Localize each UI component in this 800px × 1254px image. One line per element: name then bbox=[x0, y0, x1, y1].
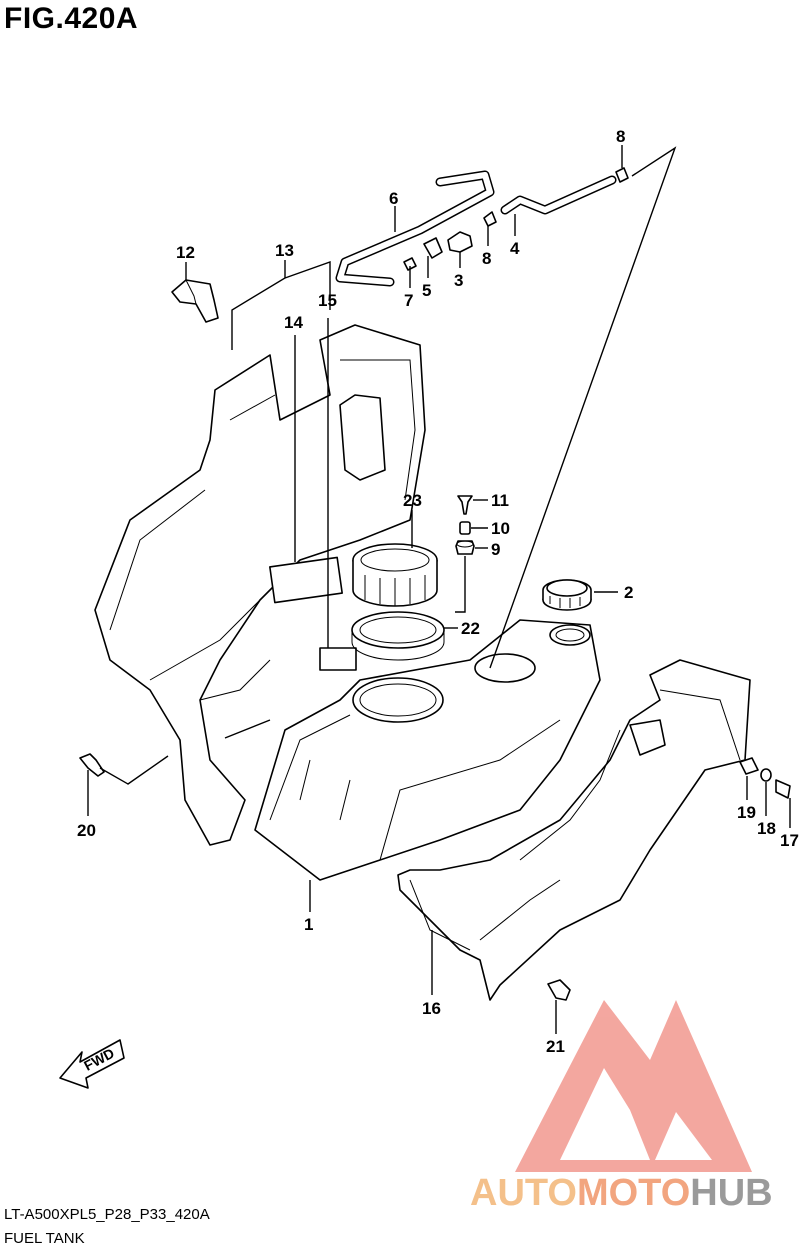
watermark-logo bbox=[515, 1000, 752, 1172]
bolts bbox=[79, 753, 791, 1001]
callout-labels: 1 2 3 4 5 6 7 8 8 9 10 11 12 13 14 15 16… bbox=[77, 127, 799, 1056]
callout-9: 9 bbox=[491, 540, 500, 559]
callout-3: 3 bbox=[454, 271, 463, 290]
fwd-direction-arrow: FWD bbox=[59, 1039, 125, 1089]
callout-11: 11 bbox=[491, 491, 509, 510]
figure-code: LT-A500XPL5_P28_P33_420A bbox=[4, 1206, 210, 1223]
callout-14: 14 bbox=[284, 313, 303, 332]
callout-8b: 8 bbox=[482, 249, 491, 268]
side-cover-right bbox=[397, 659, 751, 1001]
watermark-text: AUTOMOTOHUB bbox=[470, 1172, 773, 1215]
callout-15: 15 bbox=[318, 291, 337, 310]
callout-16: 16 bbox=[422, 999, 441, 1018]
figure-name: FUEL TANK bbox=[4, 1230, 85, 1247]
watermark-auto: AUTO bbox=[470, 1172, 577, 1214]
callout-1: 1 bbox=[304, 915, 313, 934]
callout-13: 13 bbox=[275, 241, 294, 260]
callout-20: 20 bbox=[77, 821, 96, 840]
clip-12 bbox=[171, 279, 219, 323]
callout-6: 6 bbox=[389, 189, 398, 208]
fuel-cap-2 bbox=[542, 579, 592, 611]
callout-18: 18 bbox=[757, 819, 776, 838]
fuel-tank-body bbox=[254, 619, 601, 881]
callout-2: 2 bbox=[624, 583, 633, 602]
gasket-22 bbox=[351, 611, 445, 661]
fasteners-9-10-11 bbox=[455, 495, 475, 555]
callout-22: 22 bbox=[461, 619, 480, 638]
hose-6 bbox=[335, 170, 495, 287]
callout-4: 4 bbox=[510, 239, 520, 258]
fuel-pump-ring-23 bbox=[352, 543, 438, 607]
callout-19: 19 bbox=[737, 803, 756, 822]
valves-and-clamps bbox=[403, 167, 629, 271]
callout-5: 5 bbox=[422, 281, 431, 300]
side-cover-left bbox=[94, 324, 426, 846]
callout-23: 23 bbox=[403, 491, 422, 510]
callout-12: 12 bbox=[176, 243, 195, 262]
callout-7: 7 bbox=[404, 291, 413, 310]
figure-title: FIG.420A bbox=[4, 2, 139, 35]
callout-8a: 8 bbox=[616, 127, 625, 146]
callout-10: 10 bbox=[491, 519, 510, 538]
callout-21: 21 bbox=[546, 1037, 565, 1056]
hose-4 bbox=[500, 175, 617, 215]
watermark-moto: MOTO bbox=[576, 1172, 691, 1214]
callout-17: 17 bbox=[780, 831, 799, 850]
leader-lines bbox=[87, 145, 791, 1034]
watermark-hub: HUB bbox=[690, 1172, 773, 1214]
